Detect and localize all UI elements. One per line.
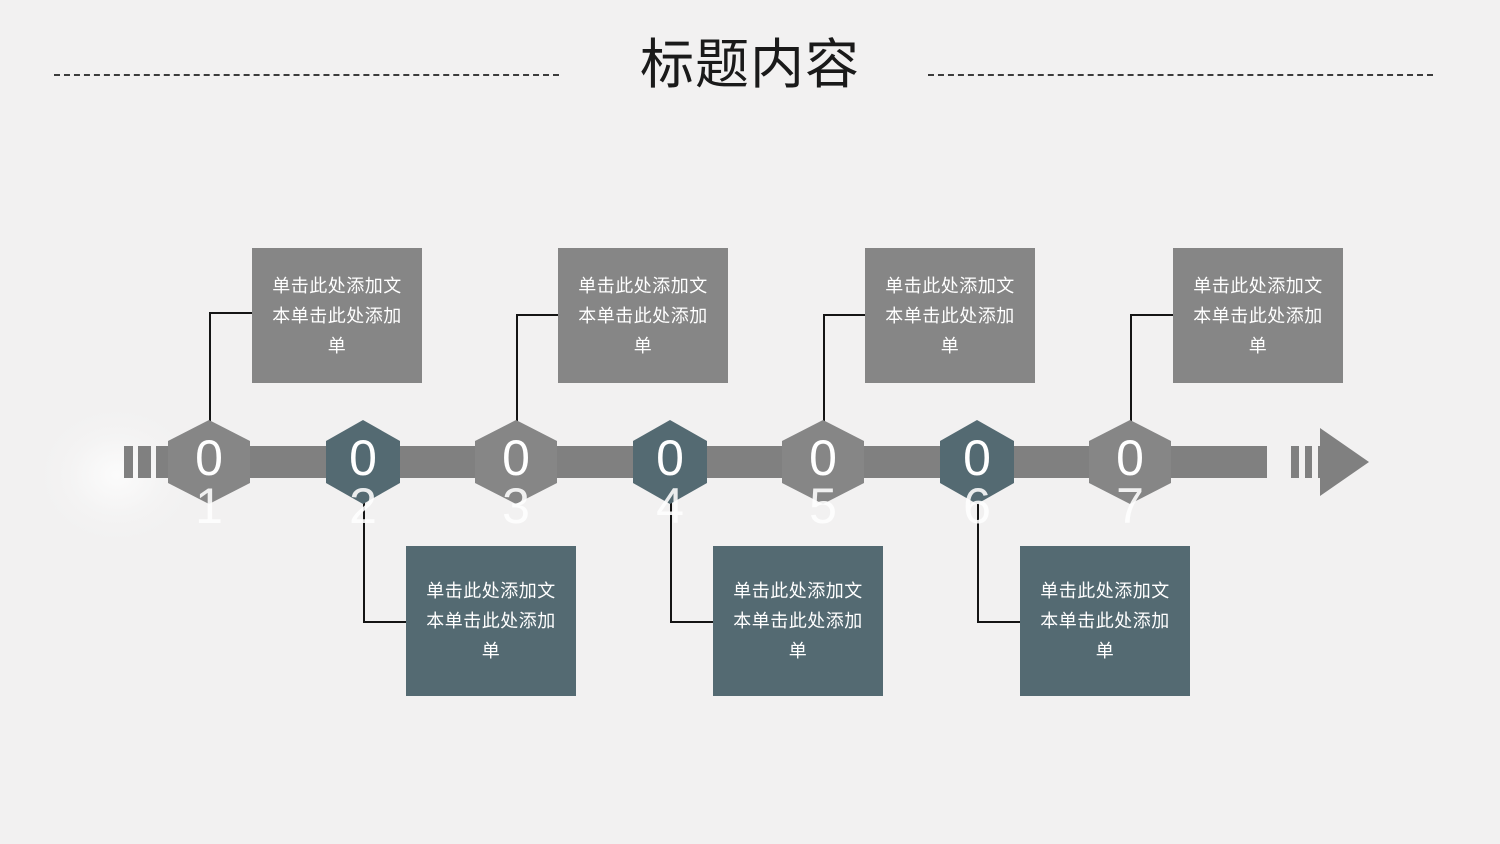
node-digit-bottom-01: 1: [195, 478, 223, 534]
content-card-top-1[interactable]: 单击此处添加文本单击此处添加单: [252, 248, 422, 383]
connector-horizontal-1: [209, 312, 254, 314]
node-digit-top-03: 0: [502, 430, 530, 486]
timeline-node-06[interactable]: 0 6: [936, 420, 1018, 531]
track-cap-dash-left-2: [138, 446, 151, 478]
node-number-06: 0 6: [936, 433, 1018, 531]
content-card-bottom-1-text: 单击此处添加文本单击此处添加单: [426, 581, 556, 661]
content-card-top-2[interactable]: 单击此处添加文本单击此处添加单: [558, 248, 728, 383]
node-number-05: 0 5: [782, 433, 864, 531]
node-digit-top-01: 0: [195, 430, 223, 486]
connector-vertical-3: [516, 314, 518, 434]
timeline-node-02[interactable]: 0 2: [322, 420, 404, 531]
connector-horizontal-3: [516, 314, 560, 316]
track-cap-dash-left-1: [124, 446, 133, 478]
content-card-top-4[interactable]: 单击此处添加文本单击此处添加单: [1173, 248, 1343, 383]
node-digit-bottom-03: 3: [502, 478, 530, 534]
hexagon-shape-01: [168, 420, 250, 504]
slide-header: 标题内容: [0, 0, 1500, 150]
content-card-top-3-text: 单击此处添加文本单击此处添加单: [885, 275, 1015, 356]
node-number-04: 0 4: [629, 433, 711, 531]
title-rule-left: [54, 74, 559, 76]
node-digit-bottom-02: 2: [349, 478, 377, 534]
connector-horizontal-5: [823, 314, 867, 316]
node-digit-top-07: 0: [1116, 430, 1144, 486]
node-digit-bottom-05: 5: [809, 478, 837, 534]
connector-vertical-4: [670, 492, 672, 622]
title-rule-right: [928, 74, 1433, 76]
node-digit-bottom-07: 7: [1116, 478, 1144, 534]
node-number-02: 0 2: [322, 433, 404, 531]
node-digit-bottom-06: 6: [963, 478, 991, 534]
content-card-top-1-text: 单击此处添加文本单击此处添加单: [272, 275, 402, 356]
connector-horizontal-7: [1130, 314, 1175, 316]
node-digit-top-06: 0: [963, 430, 991, 486]
timeline-node-05[interactable]: 0 5: [782, 420, 864, 531]
hexagon-shape-02: [326, 420, 400, 504]
timeline-node-01[interactable]: 0 1: [168, 420, 250, 531]
connector-vertical-7: [1130, 314, 1132, 434]
content-card-top-3[interactable]: 单击此处添加文本单击此处添加单: [865, 248, 1035, 383]
timeline-node-03[interactable]: 0 3: [475, 420, 557, 531]
content-card-bottom-2[interactable]: 单击此处添加文本单击此处添加单: [713, 546, 883, 696]
timeline-node-07[interactable]: 0 7: [1089, 420, 1171, 531]
node-number-03: 0 3: [475, 433, 557, 531]
connector-horizontal-2: [363, 621, 408, 623]
connector-horizontal-6: [977, 621, 1022, 623]
page-title: 标题内容: [640, 35, 860, 95]
connector-horizontal-4: [670, 621, 715, 623]
connector-vertical-2: [363, 492, 365, 622]
content-card-bottom-1[interactable]: 单击此处添加文本单击此处添加单: [406, 546, 576, 696]
content-card-bottom-3-text: 单击此处添加文本单击此处添加单: [1040, 581, 1170, 661]
node-digit-top-04: 0: [656, 430, 684, 486]
node-digit-top-05: 0: [809, 430, 837, 486]
timeline-node-04[interactable]: 0 4: [629, 420, 711, 531]
track-cap-dash-right-2: [1299, 446, 1305, 478]
content-card-top-4-text: 单击此处添加文本单击此处添加单: [1193, 275, 1323, 356]
content-card-top-2-text: 单击此处添加文本单击此处添加单: [578, 275, 708, 356]
content-card-bottom-3[interactable]: 单击此处添加文本单击此处添加单: [1020, 546, 1190, 696]
connector-vertical-1: [209, 312, 211, 434]
track-cap-dash-right-1: [1267, 446, 1291, 478]
hexagon-shape-05: [782, 420, 864, 504]
content-card-bottom-2-text: 单击此处添加文本单击此处添加单: [733, 581, 863, 661]
node-digit-bottom-04: 4: [656, 478, 684, 534]
node-digit-top-02: 0: [349, 430, 377, 486]
node-number-07: 0 7: [1089, 433, 1171, 531]
track-arrow-head-icon: [1320, 428, 1369, 496]
node-number-01: 0 1: [168, 433, 250, 531]
connector-vertical-5: [823, 314, 825, 434]
connector-vertical-6: [977, 492, 979, 622]
track-cap-dash-right-3: [1312, 446, 1318, 478]
